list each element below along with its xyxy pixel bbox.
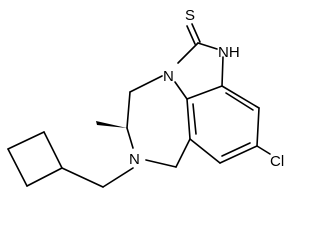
bond-n-ch2-substituent	[102, 167, 134, 188]
atom-label-chlorine: Cl	[270, 153, 284, 170]
bond-cyclobutyl-4	[26, 167, 63, 187]
bond-thione-double-b	[186, 25, 196, 45]
bond-c3a-c7a	[186, 85, 223, 100]
bond-c2-n3	[177, 42, 199, 64]
bond-thione-double-a	[191, 23, 201, 43]
bond-n1h-c7a	[221, 56, 224, 87]
atom-label-ring-n: N	[163, 68, 174, 85]
bond-n3-ch2	[129, 75, 163, 93]
bond-methyl-wedge	[96, 121, 127, 128]
bond-n-ch2	[145, 159, 177, 168]
bond-aromatic-inner-c	[192, 103, 197, 135]
bond-c7a-c7	[221, 85, 260, 109]
bond-c5-c4	[189, 138, 221, 164]
bond-c6-c5	[219, 145, 258, 164]
bond-n3-c3a	[174, 81, 188, 100]
bond-c6-cl	[256, 145, 271, 155]
bond-ch2-cme	[126, 91, 131, 129]
atom-label-amine-n: N	[129, 151, 140, 168]
atom-label-nh: NH	[218, 44, 240, 61]
bond-ch2-cyclobutyl	[61, 167, 104, 188]
bond-c4-c3a	[186, 98, 191, 140]
bond-c7-c6	[256, 107, 260, 147]
bond-cyclobutyl-3	[7, 148, 28, 187]
structure-canvas: S NH N N Cl	[7, 7, 284, 188]
bond-aromatic-inner-b	[221, 142, 251, 157]
bond-aromatic-inner-a	[225, 92, 254, 111]
bond-cyclobutyl-1	[43, 131, 63, 169]
bond-c2-n1h	[197, 42, 218, 50]
bond-ch2-c4	[175, 138, 191, 168]
molecule-structure: S NH N N Cl	[7, 7, 284, 188]
atom-label-sulfur: S	[185, 7, 195, 24]
bond-cyclobutyl-2	[7, 131, 45, 150]
bond-cme-n	[126, 127, 134, 149]
